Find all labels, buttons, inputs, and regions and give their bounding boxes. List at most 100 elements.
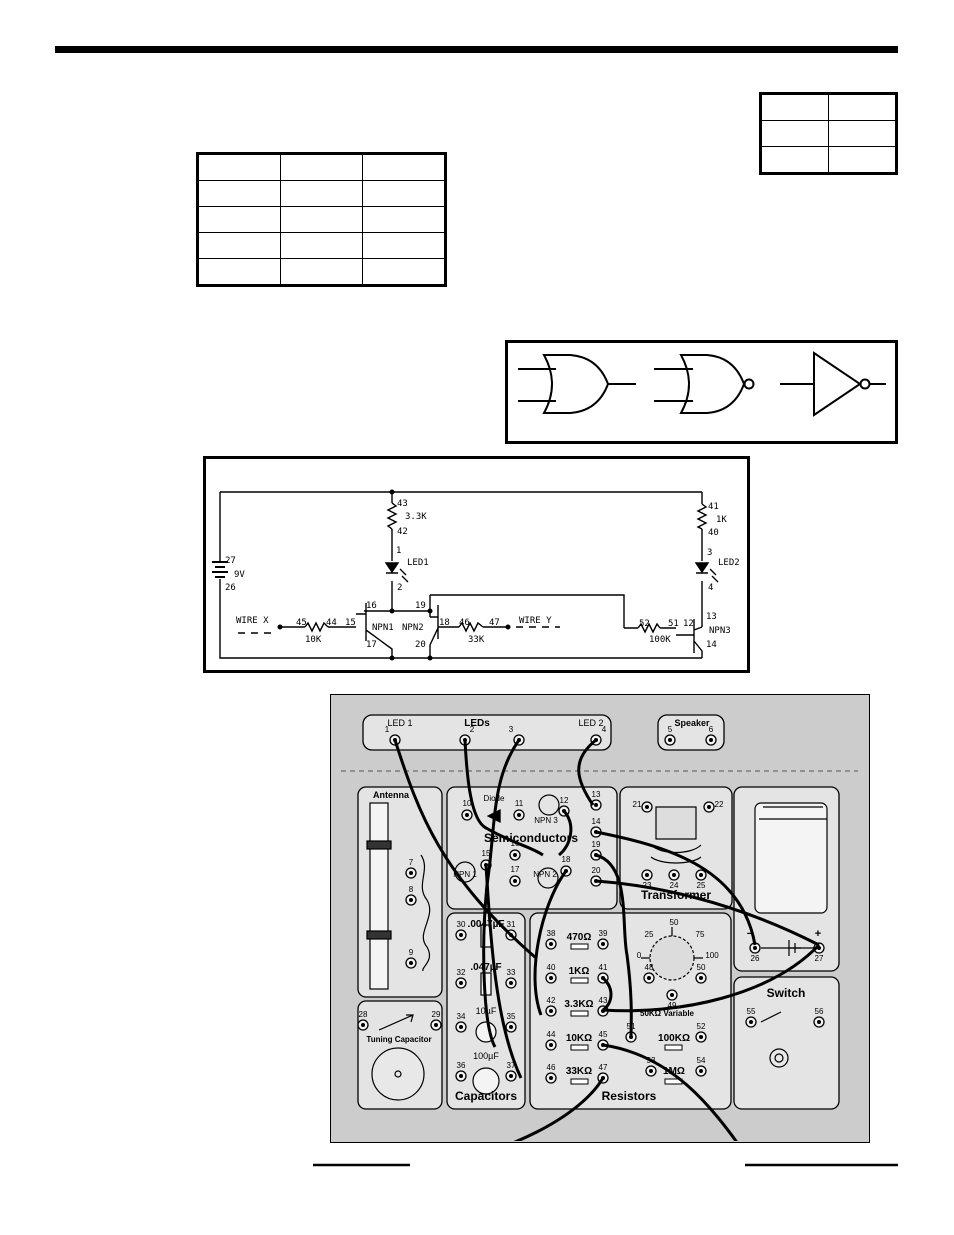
switch-module [733,976,840,1110]
resistor-bodies [570,943,683,1085]
terminal-label: 52 [697,1022,706,1031]
terminal-label: 55 [747,1007,756,1016]
label-t19: 19 [415,601,426,611]
led2-symbol [694,562,710,574]
terminal-hole [434,1023,438,1027]
terminal-hole [513,879,517,883]
terminal-hole [517,813,521,817]
table-cell [760,93,829,121]
label-led2-anode: 3 [707,548,712,558]
label-resistors: Resistors [602,1089,657,1103]
table-cell [280,180,363,207]
terminal-hole [409,871,413,875]
terminal-hole [670,993,674,997]
terminal-label: 38 [547,929,556,938]
table-row [197,180,446,207]
dial-100: 100 [705,951,719,960]
resistor-1k [696,503,708,530]
label-r51: 51 [668,619,679,629]
component-drawings [366,794,828,1101]
terminal-hole [749,1020,753,1024]
terminal-label: 33 [507,968,516,977]
terminal-label: 7 [409,858,414,867]
table-cell [760,146,829,174]
terminal-hole [649,1069,653,1073]
terminal-label: 20 [592,866,601,875]
terminal-hole [509,1025,513,1029]
terminal-hole [707,805,711,809]
table-cell [828,93,897,121]
terminal-label: 34 [457,1012,466,1021]
terminal-hole [549,942,553,946]
terminal-hole [699,873,703,877]
label-variable: 50KΩ Variable [640,1009,695,1018]
table-row [760,93,897,121]
terminal-label: 42 [547,996,556,1005]
label-t13: 13 [706,612,717,622]
label-led1-anode: 1 [396,546,401,556]
wire-19-to-51 [595,853,633,1038]
label-t20: 20 [415,640,426,650]
terminal-label: 43 [599,996,608,1005]
label-capacitors: Capacitors [455,1089,517,1103]
terminal-label: 36 [457,1061,466,1070]
label-t12: 12 [683,619,694,629]
label-t14: 14 [706,640,717,650]
battery-plus-sign: + [815,928,821,940]
truth-table-small [759,92,898,175]
label-t16: 16 [366,601,377,611]
label-r44: 44 [326,618,337,628]
label-switch: Switch [767,986,806,1000]
terminal-hole [699,1069,703,1073]
terminal-label: 27 [815,954,824,963]
terminal-label: 28 [359,1010,368,1019]
table-cell [197,180,281,207]
table-cell [760,120,829,147]
terminal-label: 39 [599,929,608,938]
label-t17: 17 [366,640,377,650]
terminal-label: 47 [599,1063,608,1072]
terminal-hole [509,981,513,985]
table-row [197,153,446,181]
wire-20-to-bus [595,879,820,947]
terminal-label: 30 [457,920,466,929]
or-gate-symbol [518,354,636,414]
gate-symbols-panel [505,340,898,444]
label-3-3k: 3.3K [405,512,427,522]
schematic-panel: 43 3.3K 42 1 LED1 2 41 1K 40 3 LED2 4 27… [203,456,750,673]
terminal-label: 25 [697,881,706,890]
table-row [197,232,446,259]
terminal-hole [459,933,463,937]
table-cell [280,153,363,181]
led1-symbol [384,562,400,574]
nor-gate-symbol [654,354,755,414]
table-cell [828,120,897,147]
table-row [197,258,446,286]
resistor-100k [637,622,661,634]
schematic-junctions [277,489,511,661]
terminal-hole [409,898,413,902]
terminal-hole [699,976,703,980]
label-cap-047: .047µF [470,962,501,973]
terminal-hole [549,1076,553,1080]
label-10k: 10K [305,635,322,645]
battery-minus-sign: − [747,928,753,940]
terminal-hole [409,961,413,965]
label-r52: 52 [639,619,650,629]
table-cell [197,206,281,233]
terminal-label: 1 [385,725,390,734]
label-npn1: NPN1 [372,623,394,633]
label-npn1: NPN 1 [453,870,477,879]
table-cell [828,146,897,174]
label-tuning: Tuning Capacitor [366,1035,431,1044]
terminal-label: 31 [507,920,516,929]
dial-75: 75 [696,930,705,939]
terminal-hole [549,1009,553,1013]
table-cell [197,153,281,181]
terminal-label: 54 [697,1056,706,1065]
label-cap-10: 10µF [476,1006,497,1016]
label-leds: LEDs [464,718,490,729]
